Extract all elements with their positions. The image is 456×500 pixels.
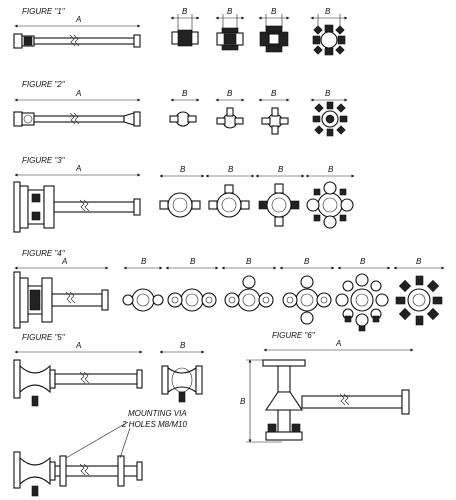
end-view-3 [224,275,274,312]
end-view-2 [208,184,250,218]
end-view-1 [159,192,201,218]
figure-6-label: FIGURE "6" [272,331,316,340]
side-view-assembly [13,181,141,233]
mounting-note-line1: MOUNTING VIA [128,409,187,418]
dimension-b-label: B [271,7,277,16]
dimension-b-label: B [180,165,186,174]
dimension-a-label: A [75,341,81,350]
dimension-b-label: B [271,89,277,98]
dimension-b-label: B [227,89,233,98]
dimension-b-label: B [360,257,366,266]
dimension-a-label: A [335,339,341,348]
figure-2: FIGURE "2" A B B B [13,80,348,137]
figure-5-label: FIGURE "5" [22,333,66,342]
side-view-assembly-bottom [13,451,143,497]
end-view-3 [261,107,289,135]
leader-line [119,427,131,459]
dimension-b-label: B [240,397,246,406]
end-view-3 [259,25,289,53]
dimension-b-label: B [278,165,284,174]
dimension-a-label: A [75,164,81,173]
end-view-5 [335,273,389,332]
end-view-4 [312,101,348,137]
dimension-a-label: A [75,89,81,98]
dimension-b-label: B [325,89,331,98]
dimension-b-label: B [246,257,252,266]
end-view-1 [161,365,203,403]
dimension-b-label: B [325,7,331,16]
side-view-assembly [13,271,109,329]
figure-5: FIGURE "5" A B [13,333,205,497]
dimension-a-label: A [61,257,67,266]
figure-2-label: FIGURE "2" [22,80,66,89]
figure-1: FIGURE "1" A B B B [13,7,348,56]
end-view-2 [216,27,244,51]
dimension-b-label: B [304,257,310,266]
figure-4: FIGURE "4" A B B B [13,249,445,332]
end-view-4 [282,275,332,325]
side-view-assembly [262,359,410,441]
dimension-b-label: B [180,341,186,350]
dimension-b-label: B [328,165,334,174]
end-view-4 [312,24,346,56]
end-view-2 [216,107,244,129]
mounting-note-line2: 2 HOLES M8/M10 [121,420,187,429]
dimension-b-label: B [182,89,188,98]
end-view-1 [169,111,197,127]
figure-1-label: FIGURE "1" [22,7,66,16]
end-view-1 [171,29,199,47]
dimension-b-label: B [182,7,188,16]
dimension-b-label: B [227,7,233,16]
figure-3-label: FIGURE "3" [22,156,66,165]
dimension-b-label: B [141,257,147,266]
dimension-b-label: B [416,257,422,266]
figure-6: FIGURE "6" A B [240,331,414,443]
figure-3: FIGURE "3" A B B B [13,156,355,233]
end-view-4 [306,181,354,229]
end-view-1 [122,288,164,312]
dimension-b-label: B [228,165,234,174]
dimension-a-label: A [75,15,81,24]
figure-4-label: FIGURE "4" [22,249,66,258]
dimension-b-label: B [190,257,196,266]
end-view-2 [167,288,217,312]
end-view-3 [258,183,300,227]
end-view-6 [395,275,443,326]
side-view-assembly [13,111,141,127]
side-view-assembly-top [13,359,143,407]
leader-line [65,421,129,459]
side-view-assembly [13,33,141,49]
